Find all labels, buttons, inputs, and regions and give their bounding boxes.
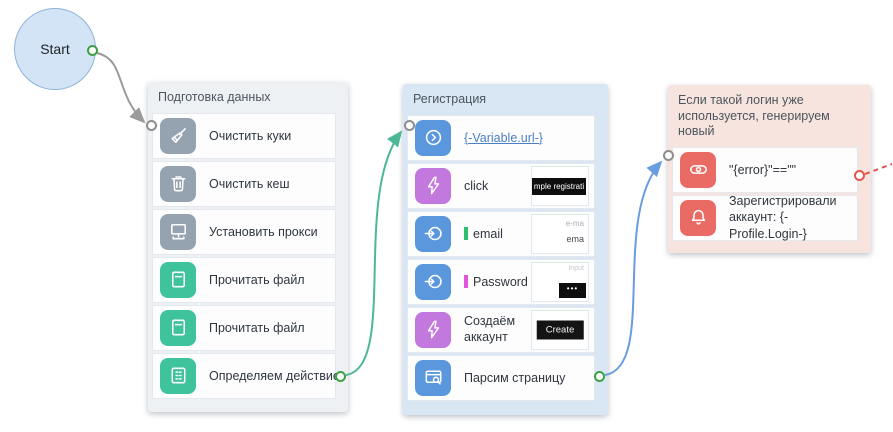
bolt-icon xyxy=(415,167,451,204)
action-label: click xyxy=(464,178,489,193)
click-thumbnail: mple registrati xyxy=(531,165,589,206)
status-tick xyxy=(464,226,468,240)
action-click[interactable]: click mple registrati xyxy=(407,162,595,209)
action-goto-url[interactable]: {-Variable.url-} xyxy=(407,114,595,161)
group-title: Регистрация xyxy=(413,92,487,106)
action-clear-cookies[interactable]: Очистить куки xyxy=(152,112,336,159)
group-retry-login[interactable]: Если такой логин уже используется, генер… xyxy=(668,85,871,253)
group-cards: "{error}"=="" Зарегистрировали аккаунт: … xyxy=(668,146,871,241)
login-icon xyxy=(415,263,451,300)
action-label: Зарегистрировали аккаунт: {-Profile.Logi… xyxy=(729,194,837,241)
create-thumbnail: Create xyxy=(531,309,589,350)
thumbnail-text: ema xyxy=(566,233,584,244)
connector-start-to-prep[interactable] xyxy=(96,52,146,124)
port-reg-out[interactable] xyxy=(594,371,605,382)
action-label: "{error}"=="" xyxy=(729,162,797,177)
email-thumbnail: e-ma ema xyxy=(531,213,589,254)
password-thumbnail: Input ••• xyxy=(531,261,589,302)
connector-registration-to-retry[interactable] xyxy=(604,160,663,376)
action-create-account[interactable]: Создаём аккаунт Create xyxy=(407,306,595,353)
proxy-icon xyxy=(160,213,196,250)
port-prep-in[interactable] xyxy=(146,120,157,131)
group-registration[interactable]: Регистрация {-Variable.url-} click xyxy=(403,84,608,415)
action-switch[interactable]: Определяем действие xyxy=(152,352,340,399)
action-label: Определяем действие xyxy=(209,368,340,383)
thumbnail-dots: ••• xyxy=(559,282,586,298)
file-icon xyxy=(160,261,196,298)
port-start-out[interactable] xyxy=(87,45,98,56)
goto-icon xyxy=(415,119,451,156)
action-set-password[interactable]: Password Input ••• xyxy=(407,258,595,305)
action-label: Прочитать файл xyxy=(209,320,305,335)
port-retry-in[interactable] xyxy=(663,150,674,161)
start-node-label: Start xyxy=(40,41,70,57)
action-label: Password xyxy=(464,274,528,289)
connector-prep-to-registration[interactable] xyxy=(345,130,403,376)
port-prep-out[interactable] xyxy=(335,371,346,382)
group-title: Подготовка данных xyxy=(158,90,271,104)
connector-retry-out-dashed[interactable] xyxy=(864,163,893,175)
action-label: Очистить куки xyxy=(209,128,292,143)
action-read-file-2[interactable]: Прочитать файл xyxy=(152,304,336,351)
status-tick xyxy=(464,274,468,288)
port-reg-in[interactable] xyxy=(404,120,415,131)
action-read-file-1[interactable]: Прочитать файл xyxy=(152,256,336,303)
group-cards: {-Variable.url-} click mple registrati xyxy=(403,114,608,401)
broom-icon xyxy=(160,117,196,154)
file-icon xyxy=(160,309,196,346)
action-label: Создаём аккаунт xyxy=(464,313,516,344)
login-icon xyxy=(415,215,451,252)
parse-icon xyxy=(415,359,451,396)
thumbnail-button: Create xyxy=(536,320,584,339)
action-parse-page[interactable]: Парсим страницу xyxy=(407,354,595,401)
port-retry-out[interactable] xyxy=(854,170,865,181)
thumbnail-caption: mple registrati xyxy=(532,177,586,195)
grid-icon xyxy=(160,357,196,394)
group-title: Если такой логин уже используется, генер… xyxy=(678,93,830,138)
action-label: Прочитать файл xyxy=(209,272,305,287)
trash-icon xyxy=(160,165,196,202)
thumbnail-text: Input xyxy=(568,264,584,272)
action-label: Парсим страницу xyxy=(464,370,566,385)
action-clear-cache[interactable]: Очистить кеш xyxy=(152,160,336,207)
start-node[interactable]: Start xyxy=(14,8,96,90)
action-notify-registered[interactable]: Зарегистрировали аккаунт: {-Profile.Logi… xyxy=(672,194,858,241)
group-data-preparation[interactable]: Подготовка данных Очистить куки xyxy=(148,82,348,412)
bolt-icon xyxy=(415,311,451,348)
action-label: {-Variable.url-} xyxy=(464,130,543,145)
action-label: Установить прокси xyxy=(209,224,318,239)
action-check-error[interactable]: "{error}"=="" xyxy=(672,146,858,193)
action-label: email xyxy=(464,226,503,241)
action-set-proxy[interactable]: Установить прокси xyxy=(152,208,336,255)
action-label: Очистить кеш xyxy=(209,176,290,191)
toggle-icon xyxy=(680,151,716,188)
bell-icon xyxy=(680,199,716,236)
group-cards: Очистить куки Очистить кеш xyxy=(148,112,348,399)
thumbnail-text: e-ma xyxy=(565,218,584,228)
action-set-email[interactable]: email e-ma ema xyxy=(407,210,595,257)
